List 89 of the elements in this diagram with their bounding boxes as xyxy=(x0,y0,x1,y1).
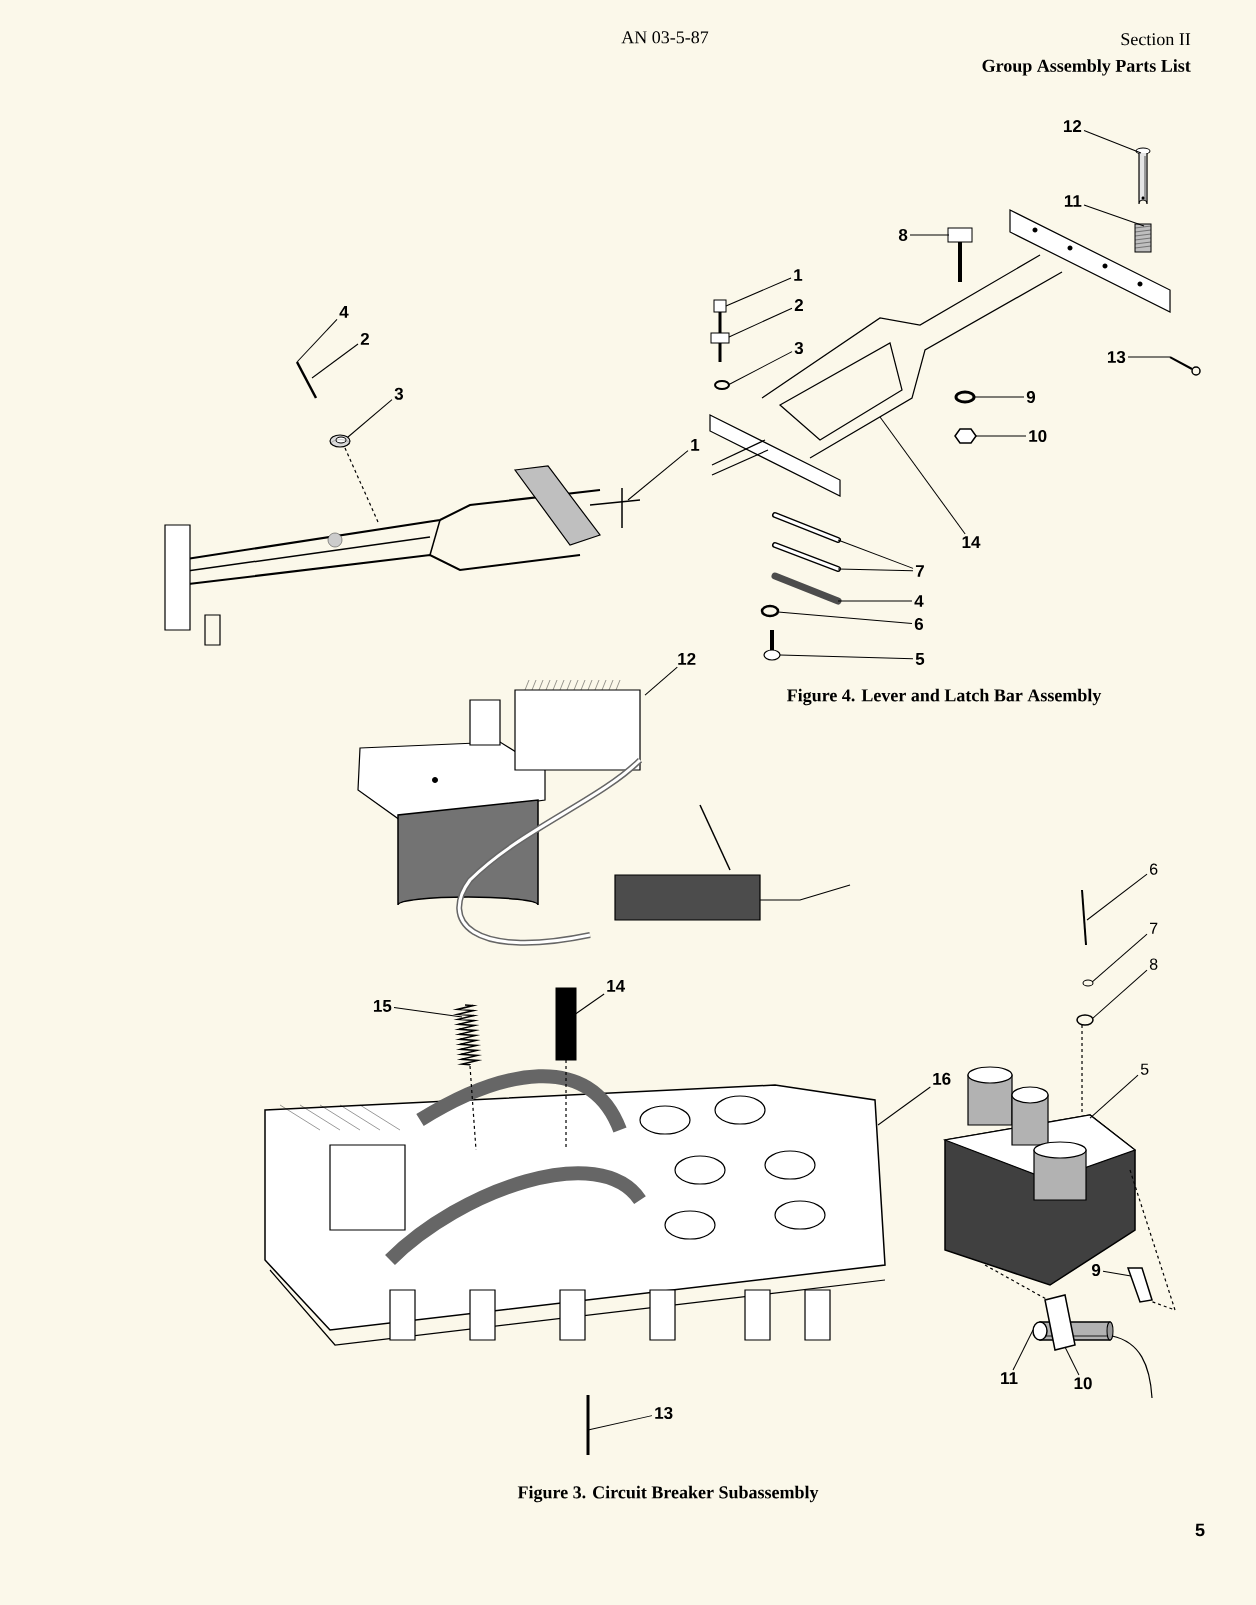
leader-line xyxy=(725,277,792,307)
leader-line xyxy=(877,1086,931,1126)
leader-line xyxy=(837,600,913,602)
leader-line xyxy=(1086,873,1148,921)
leader-line xyxy=(587,1415,653,1431)
callout-number: 5 xyxy=(915,653,925,665)
spring-drawing xyxy=(452,1004,483,1066)
page-number: 5 xyxy=(1195,1523,1205,1537)
figure-caption: Figure 4. Lever and Latch Bar Assembly xyxy=(787,688,1102,706)
assembly-line xyxy=(1081,1024,1083,1114)
washer-drawing xyxy=(954,390,976,404)
callout-number: 3 xyxy=(394,387,404,400)
rod-drawing xyxy=(586,1395,590,1455)
link-drawing xyxy=(771,572,842,605)
callout-number: 15 xyxy=(373,1000,392,1012)
callout-number: 12 xyxy=(1063,120,1082,132)
washer-drawing xyxy=(1076,1014,1094,1026)
pin-drawing xyxy=(295,361,318,399)
washer-drawing xyxy=(760,604,780,618)
leader-line xyxy=(728,307,793,338)
callout-number: 10 xyxy=(1074,1377,1092,1390)
leader-line xyxy=(393,1007,463,1018)
callout-number: 9 xyxy=(1091,1264,1101,1277)
callout-number: 11 xyxy=(1001,1372,1018,1384)
leader-line xyxy=(1083,130,1142,154)
leader-line xyxy=(1092,969,1148,1019)
nut-drawing xyxy=(710,332,730,344)
callout-number: 16 xyxy=(933,1072,951,1085)
washer-drawing xyxy=(329,434,351,448)
leader-line xyxy=(296,318,338,363)
leader-line xyxy=(1102,1270,1132,1277)
leader-line xyxy=(1083,204,1145,227)
leader-line xyxy=(627,450,689,501)
callout-number: 14 xyxy=(607,980,625,992)
section-heading: Section II xyxy=(1121,33,1191,46)
washer-drawing xyxy=(714,380,730,390)
leader-line xyxy=(777,611,913,624)
leader-line xyxy=(909,234,950,236)
section-heading: Group Assembly Parts List xyxy=(982,59,1191,76)
sleeve-drawing xyxy=(555,987,577,1061)
callout-number: 4 xyxy=(339,306,349,318)
callout-number: 8 xyxy=(1149,958,1158,970)
document-number: AN 03-5-87 xyxy=(621,31,709,44)
callout-number: 4 xyxy=(914,595,924,607)
callout-number: 7 xyxy=(1150,922,1158,934)
leader-line xyxy=(727,351,793,386)
leader-line xyxy=(1064,1346,1080,1376)
leader-line xyxy=(573,993,605,1016)
bolt-drawing xyxy=(947,227,973,282)
leader-line xyxy=(1012,1329,1034,1371)
leader-line xyxy=(837,539,914,569)
callout-number: 7 xyxy=(915,565,924,577)
leader-line xyxy=(1091,933,1148,983)
leader-line xyxy=(1127,356,1171,358)
lever-drawing xyxy=(164,465,641,646)
screw-drawing xyxy=(763,630,781,661)
spring-drawing xyxy=(1134,223,1152,253)
callout-number: 6 xyxy=(1150,863,1158,875)
callout-number: 11 xyxy=(1064,195,1082,207)
bolt-drawing xyxy=(713,299,727,362)
callout-number: 14 xyxy=(962,536,981,548)
leader-line xyxy=(779,654,914,660)
latch-frame-drawing xyxy=(709,209,1171,497)
callout-number: 13 xyxy=(655,1407,673,1420)
callout-number: 2 xyxy=(360,332,369,345)
screw-drawing xyxy=(1081,889,1087,946)
assembly-line xyxy=(1129,1169,1176,1311)
pin-drawing xyxy=(1135,147,1151,205)
leader-line xyxy=(1089,1074,1139,1119)
callout-number: 5 xyxy=(1140,1063,1149,1075)
leader-line xyxy=(879,416,966,535)
link-drawing xyxy=(772,512,841,543)
leader-line xyxy=(347,399,393,438)
washer-drawing xyxy=(1082,979,1094,987)
leader-line xyxy=(311,343,359,379)
assembly-line xyxy=(469,1065,477,1151)
callout-number: 1 xyxy=(691,439,700,451)
leader-line xyxy=(973,396,1025,398)
nut-drawing xyxy=(954,428,977,444)
base-plate-drawing xyxy=(264,1069,886,1346)
leader-line xyxy=(837,568,914,572)
figure-caption: Figure 3. Circuit Breaker Subassembly xyxy=(517,1485,819,1503)
link-drawing xyxy=(772,542,841,572)
assembly-line xyxy=(344,447,379,523)
callout-number: 12 xyxy=(678,652,696,665)
leader-line xyxy=(644,666,678,696)
callout-number: 6 xyxy=(914,618,924,631)
leader-line xyxy=(974,435,1027,437)
cotter-pin-drawing xyxy=(1169,356,1201,376)
